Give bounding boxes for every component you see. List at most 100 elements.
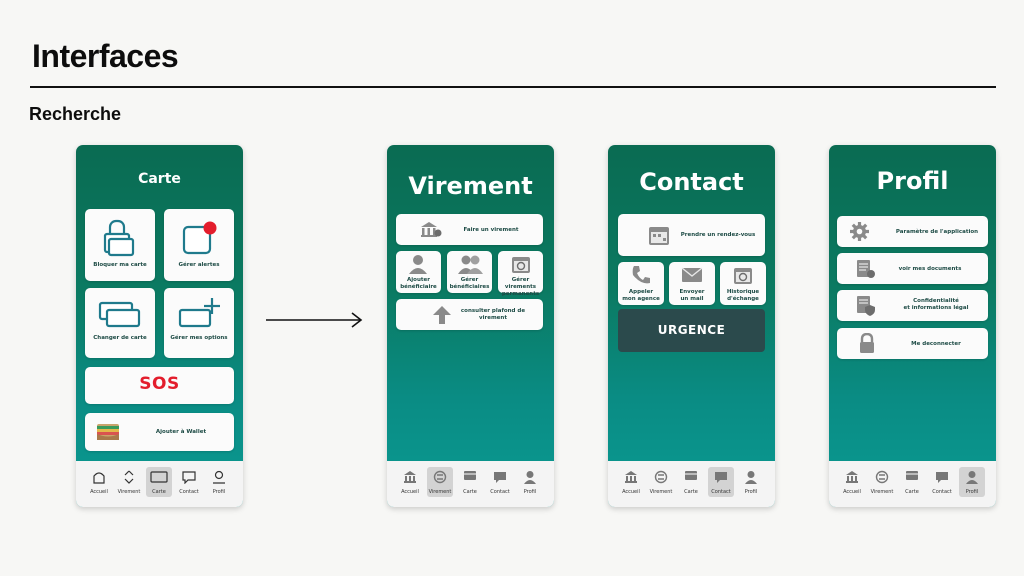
- sos-button[interactable]: SOS: [85, 367, 234, 404]
- nav-contact[interactable]: Contact: [176, 467, 202, 497]
- transfer-arrows-icon: [124, 470, 134, 484]
- sos-label: SOS: [139, 374, 180, 394]
- nav-carte[interactable]: Carte: [899, 467, 925, 497]
- view-documents-button[interactable]: voir mes documents: [837, 253, 988, 284]
- nav-virement[interactable]: Virement: [116, 467, 142, 497]
- nav-contact[interactable]: Contact: [929, 467, 955, 497]
- tile-label: Changer de carte: [93, 335, 147, 341]
- nav-accueil[interactable]: Accueil: [839, 467, 865, 497]
- nav-accueil[interactable]: Accueil: [618, 467, 644, 497]
- document-shield-icon: [857, 296, 875, 316]
- bank-icon: [404, 471, 416, 483]
- nav-label: Virement: [117, 489, 141, 495]
- nav-contact[interactable]: Contact: [487, 467, 513, 497]
- phone-carte: Carte Bloquer ma carte Gérer alertes Cha…: [76, 145, 243, 507]
- nav-profil[interactable]: Profil: [959, 467, 985, 497]
- notification-icon: [182, 221, 217, 255]
- nav-virement[interactable]: Virement: [869, 467, 895, 497]
- document-icon: [857, 260, 875, 278]
- nav-accueil[interactable]: Accueil: [397, 467, 423, 497]
- nav-carte[interactable]: Carte: [457, 467, 483, 497]
- screen-title: Contact: [639, 168, 744, 196]
- nav-label: Contact: [179, 489, 199, 495]
- nav-profil[interactable]: Profil: [517, 467, 543, 497]
- lock-icon: [103, 219, 135, 257]
- nav-label: Accueil: [401, 489, 419, 495]
- tile-label: Gérer alertes: [178, 262, 220, 268]
- bank-icon: [846, 471, 858, 483]
- cards-icon: [98, 301, 141, 328]
- nav-profil[interactable]: Profil: [206, 467, 232, 497]
- tile-label: voir mes documents: [898, 266, 962, 272]
- calendar-icon: [649, 227, 669, 245]
- home-outline-icon: [93, 472, 105, 484]
- gear-icon: [850, 222, 869, 241]
- chat-icon: [715, 472, 727, 483]
- card-outline-icon: [150, 471, 168, 483]
- bank-transfer-icon: [421, 222, 442, 237]
- page-title: Interfaces: [32, 38, 179, 74]
- make-transfer-button[interactable]: Faire un virement: [396, 214, 543, 245]
- nav-carte[interactable]: Carte: [678, 467, 704, 497]
- nav-label: Carte: [152, 489, 166, 495]
- nav-label: Carte: [684, 489, 698, 495]
- chat-outline-icon: [182, 471, 196, 484]
- transfer-icon: [654, 470, 668, 484]
- block-card-button[interactable]: Bloquer ma carte: [85, 209, 155, 281]
- nav-label: Profil: [744, 489, 758, 495]
- nav-carte[interactable]: Carte: [146, 467, 172, 497]
- nav-virement[interactable]: Virement: [427, 467, 453, 497]
- change-card-button[interactable]: Changer de carte: [85, 288, 155, 358]
- nav-label: Contact: [490, 489, 510, 495]
- app-settings-button[interactable]: Paramètre de l'application: [837, 216, 988, 247]
- nav-profil[interactable]: Profil: [738, 467, 764, 497]
- nav-label: Profil: [523, 489, 537, 495]
- tile-label: Gérer mes options: [170, 335, 228, 341]
- urgence-button[interactable]: URGENCE: [618, 309, 765, 352]
- card-icon: [685, 471, 697, 480]
- add-card-icon: [178, 298, 220, 328]
- manage-options-button[interactable]: Gérer mes options: [164, 288, 234, 358]
- calendar-refresh-icon: [512, 257, 530, 273]
- transfer-icon: [433, 470, 447, 484]
- bottom-nav: Accueil Virement Carte Contact Profil: [76, 461, 243, 507]
- chat-icon: [936, 472, 948, 483]
- tile-label: Me deconnecter: [911, 341, 961, 347]
- nav-label: Contact: [932, 489, 952, 495]
- nav-contact[interactable]: Contact: [708, 467, 734, 497]
- phone-icon: [632, 266, 650, 284]
- phone-profil: Profil Paramètre de l'application voir m…: [829, 145, 996, 507]
- tile-label: Faire un virement: [463, 227, 519, 233]
- bottom-nav: Accueil Virement Carte Contact Profil: [387, 461, 554, 507]
- wallet-icon: [97, 424, 119, 440]
- add-to-wallet-button[interactable]: Ajouter à Wallet: [85, 413, 234, 451]
- nav-label: Profil: [965, 489, 979, 495]
- logout-button[interactable]: Me deconnecter: [837, 328, 988, 359]
- book-appointment-button[interactable]: Prendre un rendez-vous: [618, 214, 765, 256]
- flow-arrow-icon: [266, 312, 363, 328]
- tile-label: Ajouter à Wallet: [155, 429, 207, 435]
- transfer-icon: [875, 470, 889, 484]
- nav-accueil[interactable]: Accueil: [86, 467, 112, 497]
- screen-title: Profil: [876, 167, 949, 195]
- nav-label: Accueil: [843, 489, 861, 495]
- nav-label: Virement: [649, 489, 673, 495]
- calendar-history-icon: [734, 268, 752, 284]
- arrow-up-icon: [433, 306, 451, 324]
- mail-icon: [681, 267, 703, 282]
- manage-alerts-button[interactable]: Gérer alertes: [164, 209, 234, 281]
- nav-virement[interactable]: Virement: [648, 467, 674, 497]
